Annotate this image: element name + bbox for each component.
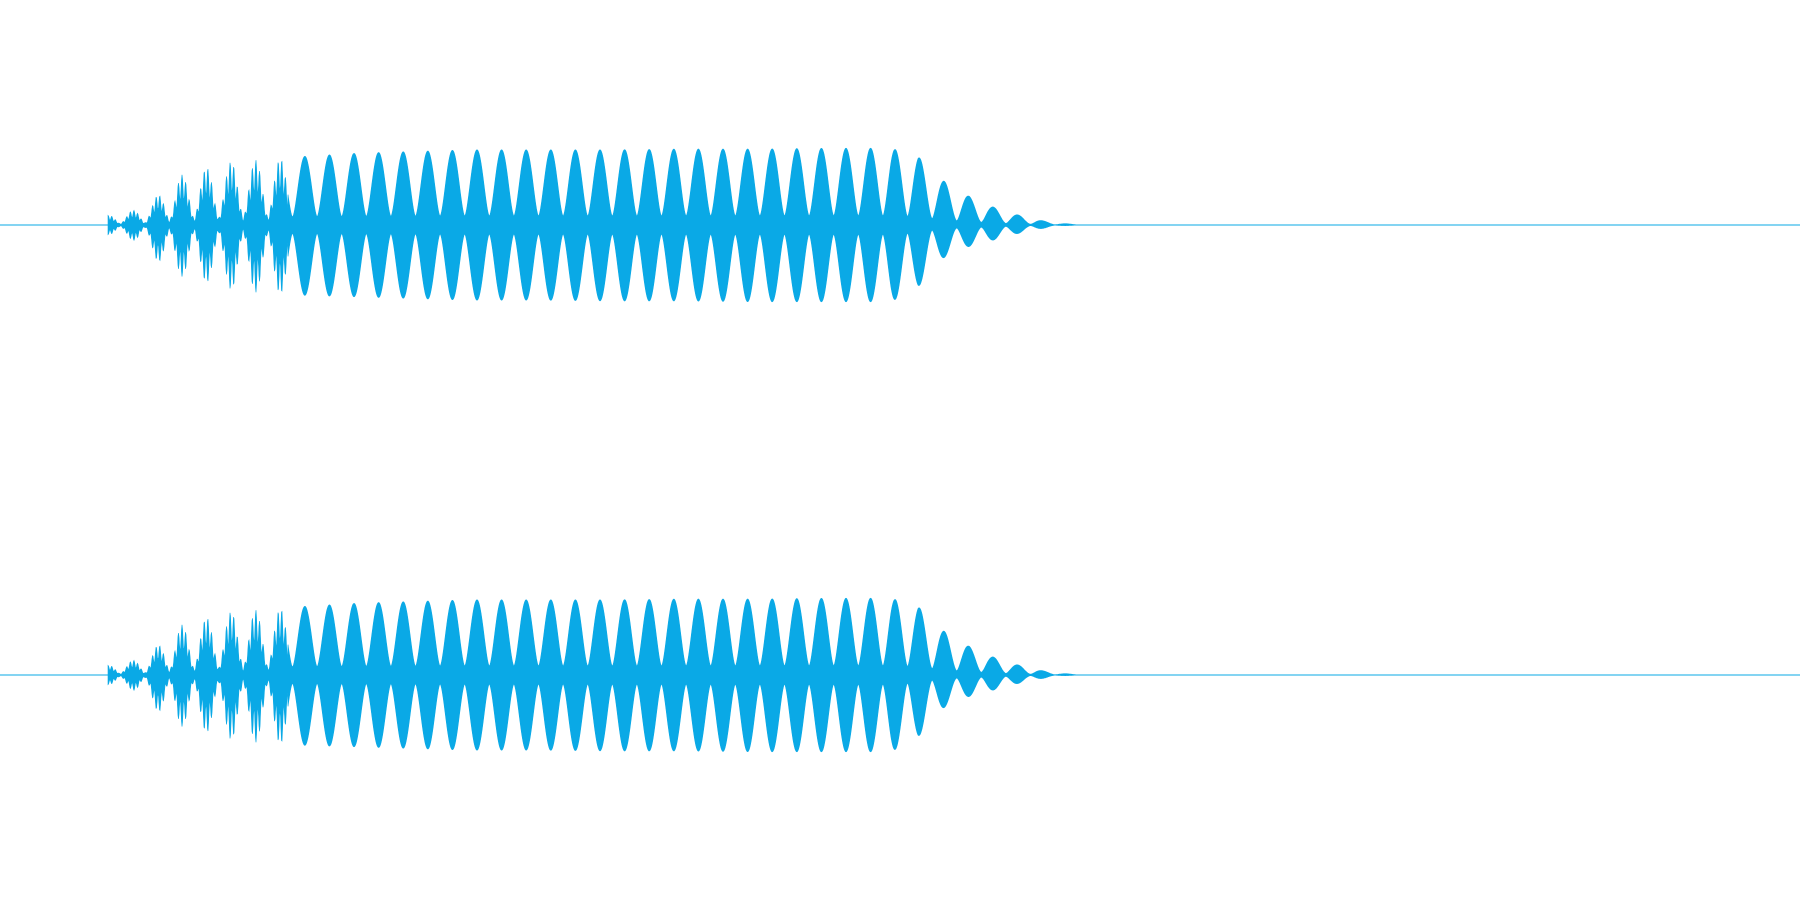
channel-2-waveform[interactable] [0, 597, 1800, 753]
channel-1-waveform[interactable] [0, 147, 1800, 303]
channel-1-waveform-area [107, 147, 1085, 303]
channel-2-waveform-area [107, 597, 1085, 753]
